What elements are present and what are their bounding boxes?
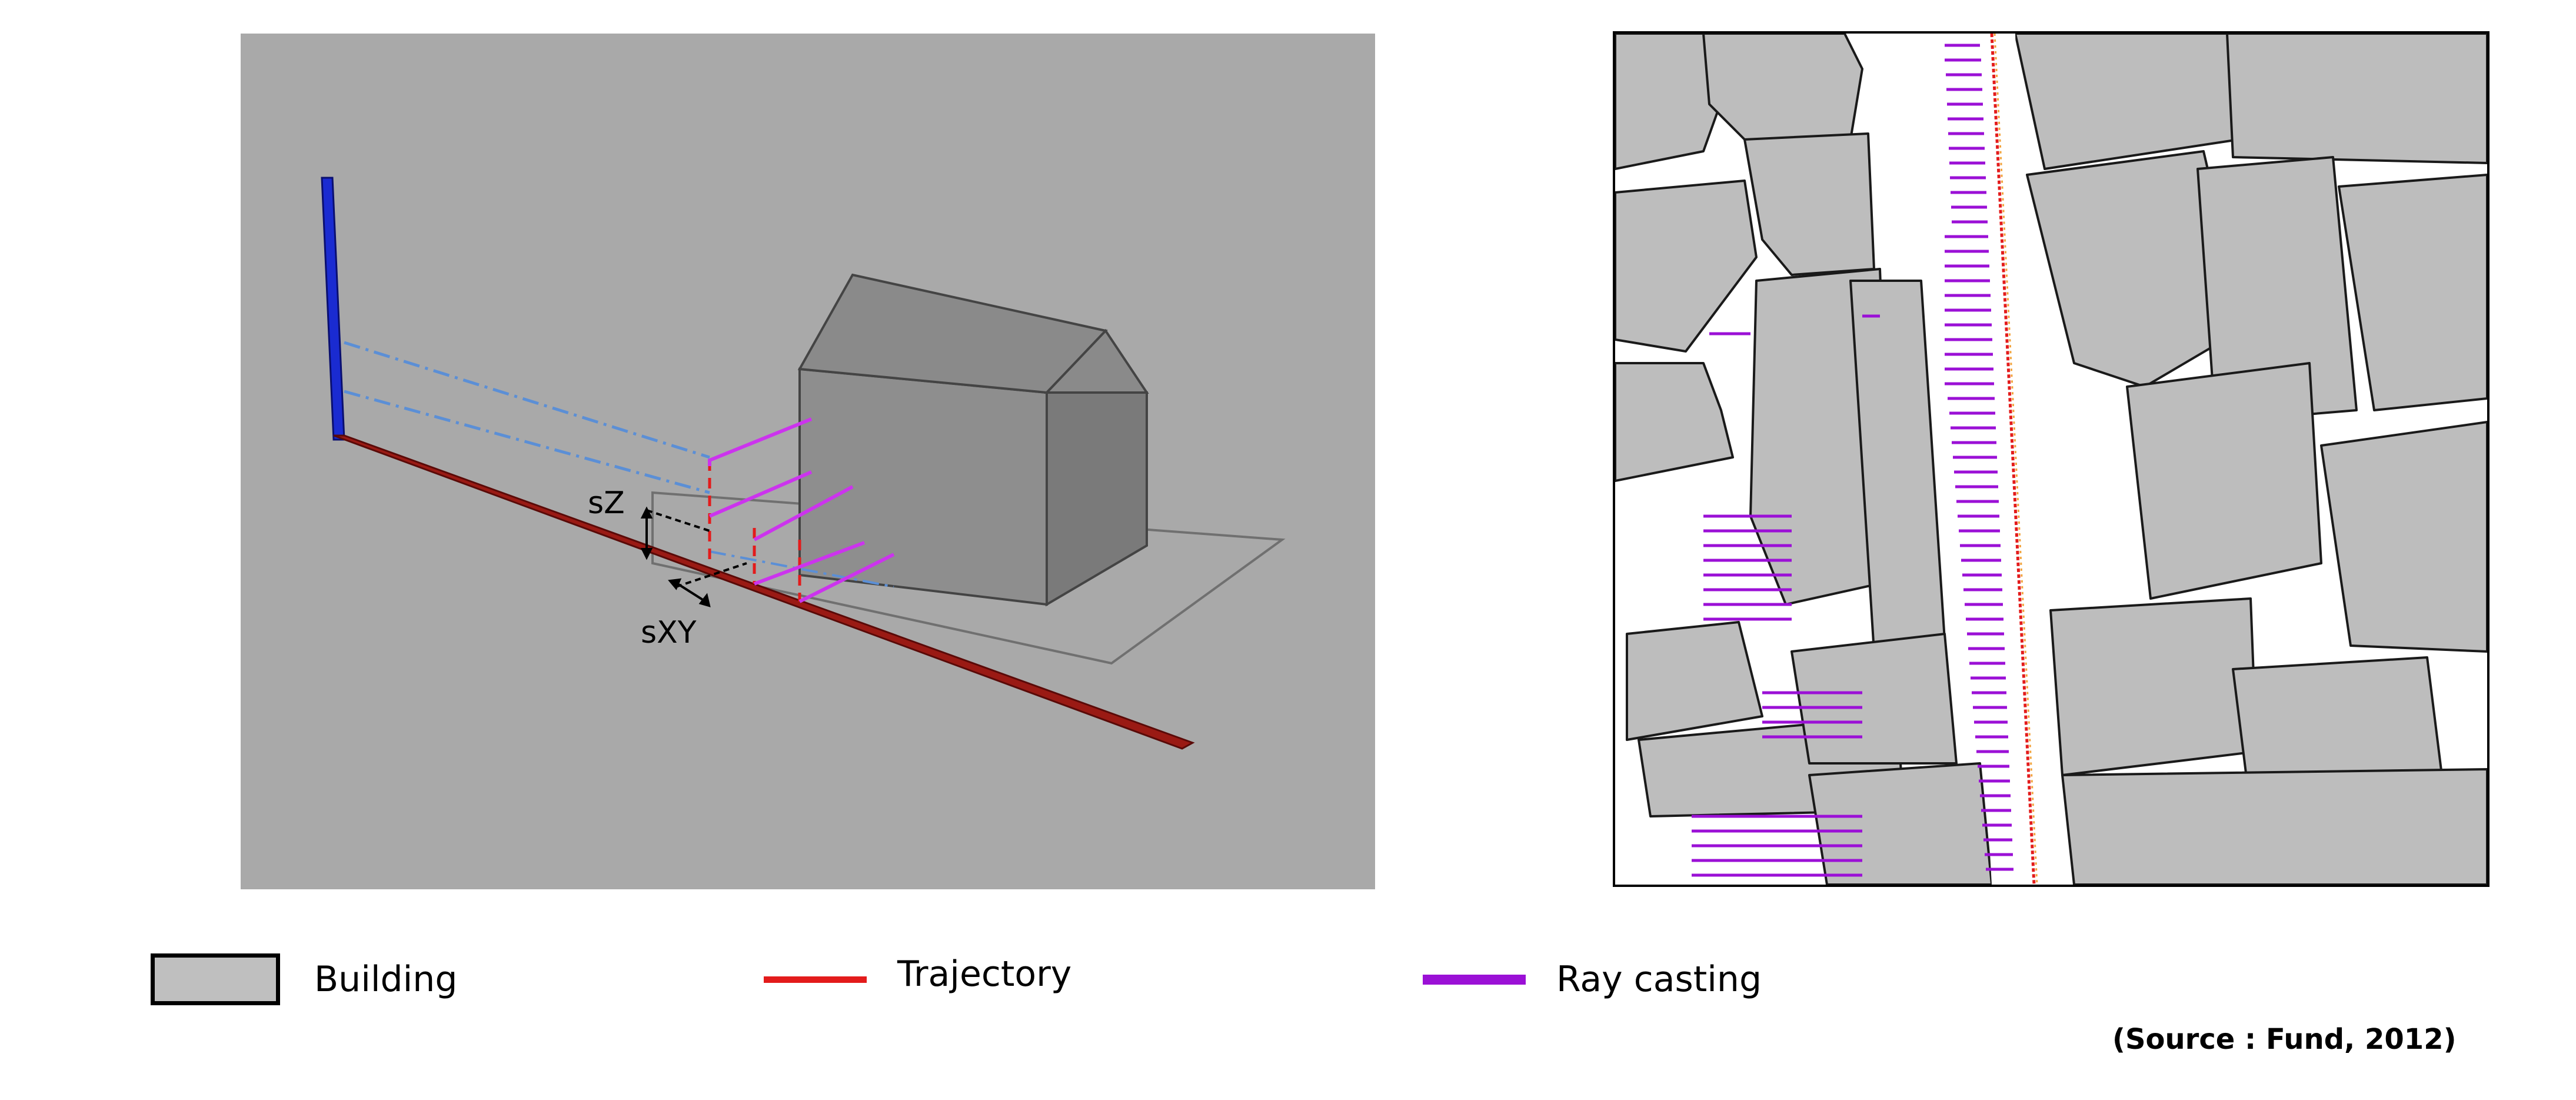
ray-group <box>708 417 895 603</box>
ray <box>708 470 813 518</box>
building-block <box>2126 362 2322 600</box>
sz-dimension <box>640 506 710 560</box>
legend-ray-casting-label: Ray casting <box>1556 959 1762 1000</box>
building-block <box>2026 150 2246 388</box>
building-block <box>1790 633 1958 765</box>
building-swatch <box>151 953 280 1005</box>
projection-line-upper <box>344 341 710 459</box>
schematic-3d-drawing: sZ sXY <box>321 177 1286 750</box>
ray-casting-lines <box>1692 44 2013 877</box>
building-block <box>2196 156 2358 423</box>
building-block <box>2061 768 2487 885</box>
sz-label: sZ <box>588 486 625 521</box>
building-block <box>1615 362 1734 482</box>
projection-line-lower <box>344 390 710 494</box>
ray <box>798 553 895 603</box>
building-block <box>1702 34 1863 147</box>
urban-view-panel <box>1613 31 2490 887</box>
building-block <box>2226 34 2487 164</box>
trajectory-line <box>1990 34 2036 885</box>
building-side-face <box>1046 391 1148 607</box>
sxy-dimension <box>668 562 747 607</box>
building-block <box>1615 180 1758 353</box>
legend-trajectory-label: Trajectory <box>897 953 1072 995</box>
source-caption: (Source : Fund, 2012) <box>2112 1023 2457 1056</box>
vertical-axis <box>321 177 345 441</box>
ray <box>753 541 866 586</box>
building-block <box>2014 34 2240 170</box>
urban-view-drawing <box>1615 34 2487 885</box>
street <box>1945 34 2039 885</box>
building-blocks <box>1615 34 2487 885</box>
building-block <box>2049 597 2258 776</box>
ray-casting-swatch <box>1423 974 1526 985</box>
legend-item-building: Building <box>151 953 457 1005</box>
building-block <box>1808 762 1993 885</box>
building-block <box>1626 621 1763 741</box>
building-block <box>2338 174 2487 411</box>
ray <box>708 417 813 466</box>
building-gable <box>1044 328 1149 394</box>
trajectory-swatch <box>764 976 867 983</box>
building-block <box>1743 132 1875 276</box>
projection-line-ground <box>709 550 894 588</box>
legend-item-ray-casting: Ray casting <box>1423 953 1762 1005</box>
sxy-label: sXY <box>641 615 697 650</box>
building-front-face <box>798 367 1048 606</box>
building-block <box>1849 280 1946 653</box>
trajectory-highlight <box>1993 34 2038 885</box>
ground-axis <box>333 434 1195 750</box>
legend: Building Trajectory Ray casting <box>0 942 2576 1036</box>
building-block <box>2320 421 2487 653</box>
ray <box>753 485 854 541</box>
legend-building-label: Building <box>314 959 458 1000</box>
legend-item-trajectory: Trajectory <box>764 953 1071 1005</box>
schematic-3d-panel: sZ sXY <box>241 34 1375 889</box>
